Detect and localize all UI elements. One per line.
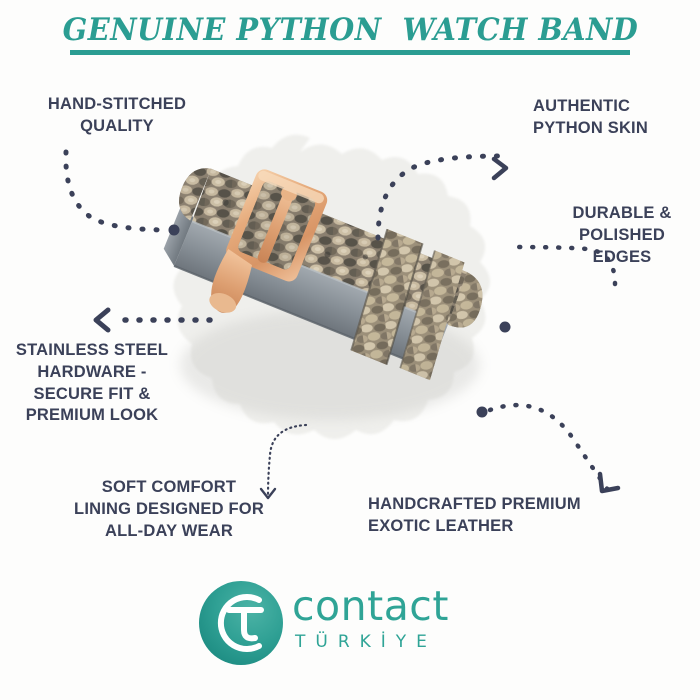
logo-wordmark-turkiye: TÜRKİYE xyxy=(295,632,437,652)
logo-mark-icon xyxy=(199,581,283,665)
feature-label-stainless-steel-hardware: STAINLESS STEEL HARDWARE - SECURE FIT & … xyxy=(15,341,169,425)
feature-label-soft-comfort-lining: SOFT COMFORT LINING DESIGNED FOR ALL-DAY… xyxy=(74,478,264,540)
feature-label-hand-stitched: HAND-STITCHED QUALITY xyxy=(47,95,187,135)
logo-wordmark-contact: contact xyxy=(292,582,449,630)
feature-label-handcrafted-premium-exotic-leather: HANDCRAFTED PREMIUM EXOTIC LEATHER xyxy=(368,495,581,535)
feature-label-durable-polished-edges: DURABLE & POLISHED EDGES xyxy=(572,204,672,266)
logo-wordmark: contact TÜRKİYE xyxy=(292,586,498,651)
page-title-text: GENUINE PYTHON WATCH BAND xyxy=(62,12,638,48)
page-title: GENUINE PYTHON WATCH BAND xyxy=(0,14,700,55)
brand-logo: contact TÜRKİYE xyxy=(198,580,498,672)
title-underline xyxy=(70,49,630,55)
feature-label-authentic-python-skin: AUTHENTIC PYTHON SKIN xyxy=(533,97,648,137)
